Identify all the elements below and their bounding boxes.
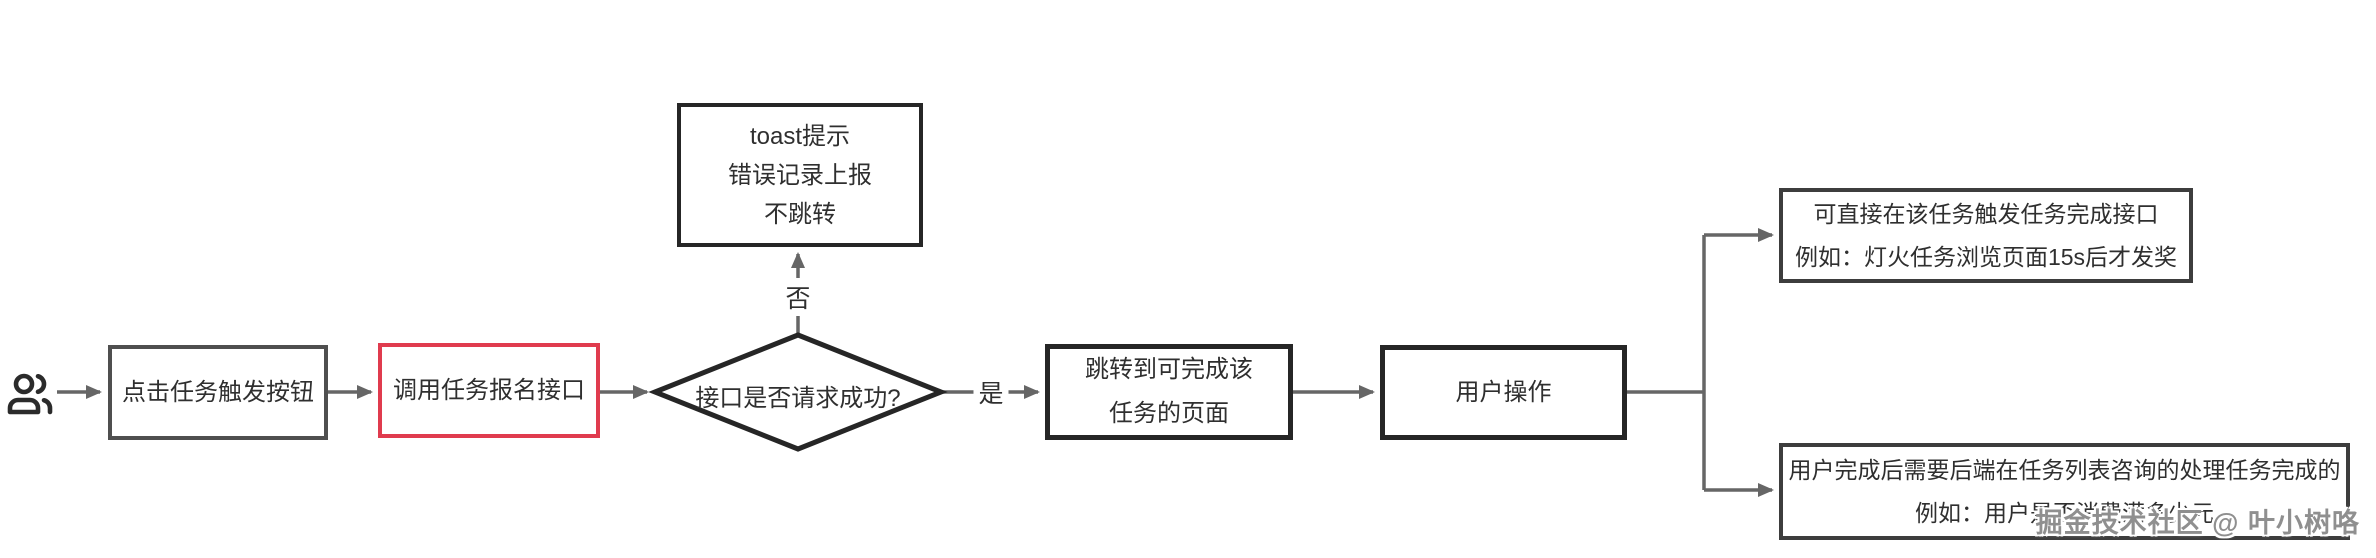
node-toast-error: toast提示 错误记录上报 不跳转 [677,103,923,247]
node-click-task-trigger-label: 点击任务触发按钮 [122,378,314,406]
users-icon [7,373,53,415]
toast-line-3: 不跳转 [764,200,836,228]
node-jump-to-task-page: 跳转到可完成该 任务的页面 [1045,344,1293,440]
decision-diamond [648,332,948,452]
toast-line-2: 错误记录上报 [728,161,872,189]
direct-line-2: 例如：灯火任务浏览页面15s后才发奖 [1794,243,2178,270]
watermark: 掘金技术社区 @ 叶小树咯 [2035,508,2360,538]
edge-label-yes: 是 [973,373,1009,411]
toast-line-1: toast提示 [749,122,851,150]
node-user-action-label: 用户操作 [1455,378,1552,406]
backend-line-1: 用户完成后需要后端在任务列表咨询的处理任务完成的 [1788,456,2341,483]
node-call-signup-api-label: 调用任务报名接口 [393,376,585,404]
jump-line-1: 跳转到可完成该 [1085,356,1253,383]
direct-line-1: 可直接在该任务触发任务完成接口 [1813,200,2159,227]
node-direct-complete-api: 可直接在该任务触发任务完成接口 例如：灯火任务浏览页面15s后才发奖 [1779,188,2193,283]
node-click-task-trigger: 点击任务触发按钮 [108,345,328,440]
decision-question-label: 接口是否请求成功? [695,385,901,412]
edge-label-no: 否 [780,278,816,316]
backend-line-2: 例如：用户是否消费满多少元 [1915,499,2214,526]
node-user-action: 用户操作 [1380,345,1627,440]
node-backend-check-complete: 用户完成后需要后端在任务列表咨询的处理任务完成的 例如：用户是否消费满多少元 [1779,443,2350,540]
jump-line-2: 任务的页面 [1109,400,1229,427]
node-call-signup-api: 调用任务报名接口 [378,343,600,438]
